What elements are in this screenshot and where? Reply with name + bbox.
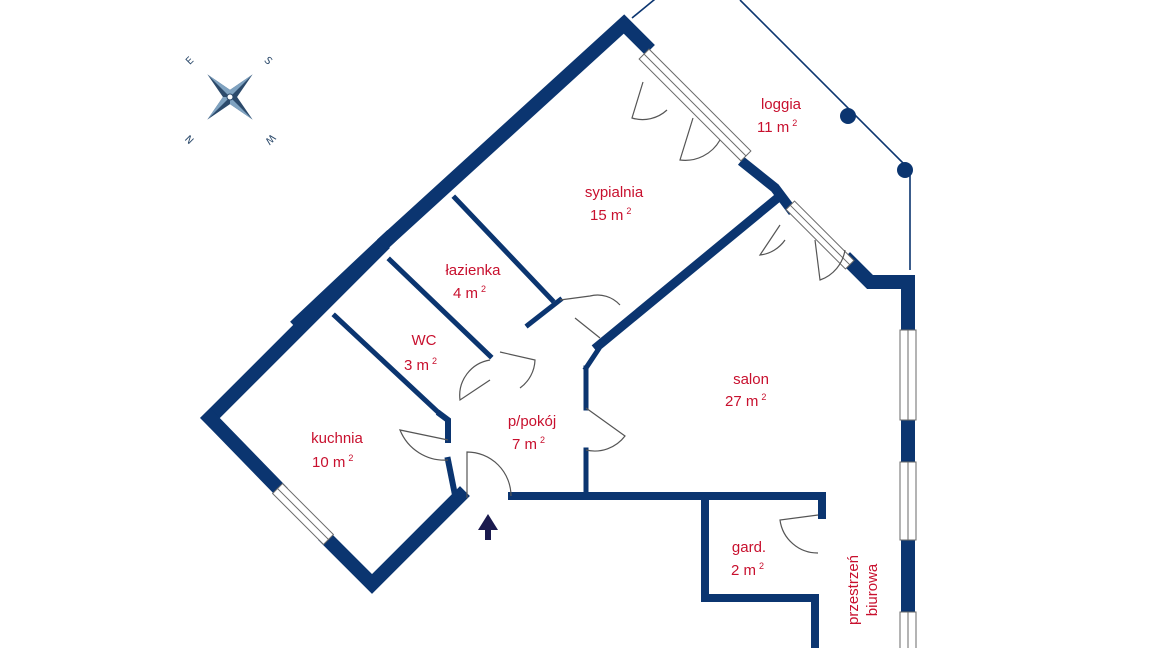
loggia-column xyxy=(897,162,913,178)
room-name: WC xyxy=(412,332,437,349)
loggia-column xyxy=(840,108,856,124)
compass-w: W xyxy=(262,131,277,146)
room-name: łazienka xyxy=(445,262,501,279)
entrance-arrow-icon xyxy=(478,514,498,540)
room-name: salon xyxy=(733,371,769,388)
room-name: sypialnia xyxy=(585,184,644,201)
exterior-walls xyxy=(200,14,915,619)
loggia-outline xyxy=(631,0,656,19)
room-name: loggia xyxy=(761,96,802,113)
external-label-line1: przestrzeń xyxy=(845,555,862,625)
compass-n: N xyxy=(184,132,197,145)
room-name: gard. xyxy=(732,539,766,556)
compass-s: S xyxy=(262,55,274,67)
compass-rose-icon xyxy=(207,74,253,120)
doors xyxy=(399,81,846,554)
compass-e: E xyxy=(184,55,196,67)
room-name: p/pokój xyxy=(508,413,556,430)
interior-walls xyxy=(331,189,826,648)
room-name: kuchnia xyxy=(311,430,363,447)
windows xyxy=(271,48,917,648)
external-label-line2: biurowa xyxy=(864,563,881,616)
external-label: przestrzeń biurowa xyxy=(845,555,881,625)
